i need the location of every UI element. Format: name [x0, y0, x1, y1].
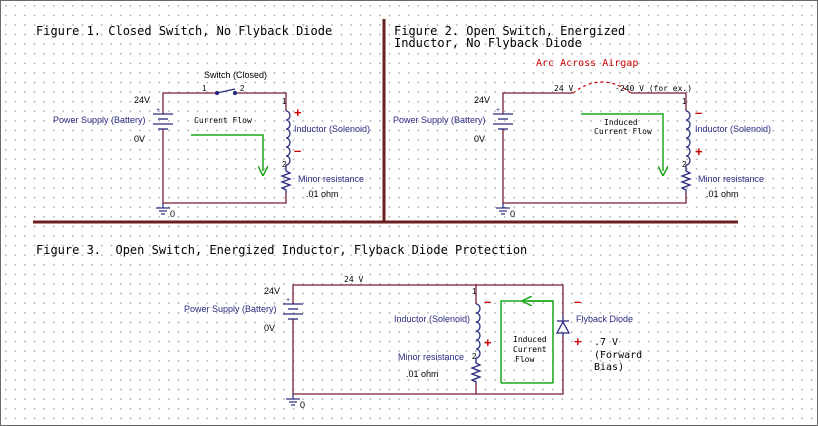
fig3-v-wire: 24 V — [344, 275, 363, 284]
fig1-ind-pin1: 1 — [282, 97, 287, 106]
fig2-ground-label: 0 — [510, 209, 515, 219]
fig3-diode-plus: + — [574, 334, 582, 349]
fig3-ind-pin2: 2 — [472, 352, 477, 361]
fig1-resistor-label: Minor resistance — [298, 174, 364, 184]
fig2-v-left: 24 V — [554, 84, 573, 93]
fig1-supply-label: Power Supply (Battery) — [53, 115, 146, 125]
fig1-current-flow-label: Current Flow — [194, 116, 252, 125]
fig2-induced-line2: Current Flow — [594, 127, 652, 136]
fig3-diode-label: Flyback Diode — [576, 314, 633, 324]
fig1-ind-pin2: 2 — [282, 160, 287, 169]
fig2-resistor-value: .01 ohm — [706, 189, 739, 199]
fig2-resistor-label: Minor resistance — [698, 174, 764, 184]
fig3-wire-left — [292, 319, 564, 395]
fig3-induced-line1: Induced — [513, 335, 547, 344]
fig2-arc-label: Arc Across Airgap — [536, 58, 638, 69]
fig1-switch-pin1: 1 — [202, 84, 207, 93]
fig3-v-top: 24V — [264, 286, 280, 296]
fig3-diode-minus: – — [574, 294, 581, 309]
fig1-battery-plus: + — [156, 107, 160, 114]
fig3-v-bottom: 0V — [264, 323, 275, 333]
fig1-ground-symbol — [156, 203, 170, 215]
fig2-v-bottom: 0V — [474, 134, 485, 144]
fig2-minus: – — [695, 105, 702, 120]
fig3-resistor-label: Minor resistance — [398, 352, 464, 362]
fig2-induced-flow-arrow — [581, 113, 663, 171]
fig2-ground-symbol — [496, 203, 510, 215]
fig3-diode-note1: (Forward — [594, 350, 642, 361]
fig1-wire-top-right — [235, 92, 287, 111]
fig3-ground-label: 0 — [300, 400, 305, 410]
fig3-inductor-coil — [475, 303, 481, 359]
fig3-diode-note2: Bias) — [594, 362, 624, 373]
fig3-ind-pin1: 1 — [472, 287, 477, 296]
fig3-induced-line2: Current — [513, 345, 547, 354]
fig1-resistor-zigzag — [280, 167, 292, 193]
fig3-wire-top — [292, 284, 564, 315]
fig1-minus: – — [294, 143, 301, 158]
fig1-plus: + — [294, 105, 302, 120]
fig2-ind-pin2: 2 — [682, 160, 687, 169]
fig1-switch-pin2: 2 — [240, 84, 245, 93]
fig2-inductor-label: Inductor (Solenoid) — [695, 124, 771, 134]
fig1-v-top: 24V — [134, 95, 150, 105]
fig1-inductor-coil — [285, 110, 291, 167]
fig3-ind-plus: + — [484, 335, 492, 350]
fig3-resistor-zigzag — [470, 359, 482, 383]
fig1-switch-label: Switch (Closed) — [204, 70, 267, 80]
fig2-arc-dashes — [572, 81, 632, 94]
fig3-diode-voltage: .7 V — [594, 337, 618, 348]
fig2-title-line1: Figure 2. Open Switch, Energized — [394, 24, 625, 38]
fig3-induced-flow-loop — [500, 301, 554, 384]
fig2-battery-symbol — [493, 113, 513, 130]
fig2-v-top: 24V — [474, 95, 490, 105]
fig1-title: Figure 1. Closed Switch, No Flyback Diod… — [36, 24, 332, 38]
figure-3: Figure 3. Open Switch, Energized Inducto… — [36, 243, 642, 410]
fig1-resistor-value: .01 ohm — [306, 189, 339, 199]
fig2-wire-top-left — [502, 92, 573, 114]
fig2-battery-plus: + — [496, 107, 500, 114]
fig3-title: Figure 3. Open Switch, Energized Inducto… — [36, 243, 527, 257]
fig3-resistor-value: .01 ohm — [406, 369, 439, 379]
fig3-supply-label: Power Supply (Battery) — [184, 304, 277, 314]
fig3-flyback-diode-symbol — [555, 315, 571, 336]
fig1-switch-symbol — [214, 88, 238, 96]
figure-2: Figure 2. Open Switch, Energized Inducto… — [393, 24, 771, 219]
fig1-wire-bottom — [162, 129, 287, 204]
fig2-title-line2: Inductor, No Flyback Diode — [394, 36, 582, 50]
fig2-supply-label: Power Supply (Battery) — [393, 115, 486, 125]
fig1-v-bottom: 0V — [134, 134, 145, 144]
fig1-inductor-label: Inductor (Solenoid) — [294, 124, 370, 134]
fig2-inductor-coil — [685, 110, 691, 167]
fig2-wire-top-right — [631, 92, 687, 111]
fig1-wire-top-left — [162, 92, 217, 114]
figure-1: Figure 1. Closed Switch, No Flyback Diod… — [36, 24, 370, 219]
fig3-battery-symbol — [283, 303, 303, 320]
fig2-plus: + — [695, 144, 703, 159]
fig2-induced-line1: Induced — [604, 118, 638, 127]
fig3-battery-plus: + — [286, 297, 290, 304]
fig3-ind-minus: – — [484, 294, 491, 309]
fig3-ground-symbol — [286, 394, 300, 406]
fig2-resistor-zigzag — [680, 167, 692, 193]
fig1-current-flow-arrow — [191, 134, 263, 171]
fig2-v-right: -240 V (for ex.) — [615, 84, 692, 93]
fig3-induced-line3: Flow — [515, 355, 534, 364]
fig2-ind-pin1: 1 — [682, 97, 687, 106]
fig2-wire-bottom — [502, 129, 687, 204]
fig3-inductor-label: Inductor (Solenoid) — [394, 314, 470, 324]
fig1-battery-symbol — [153, 113, 173, 130]
fig1-ground-label: 0 — [170, 209, 175, 219]
